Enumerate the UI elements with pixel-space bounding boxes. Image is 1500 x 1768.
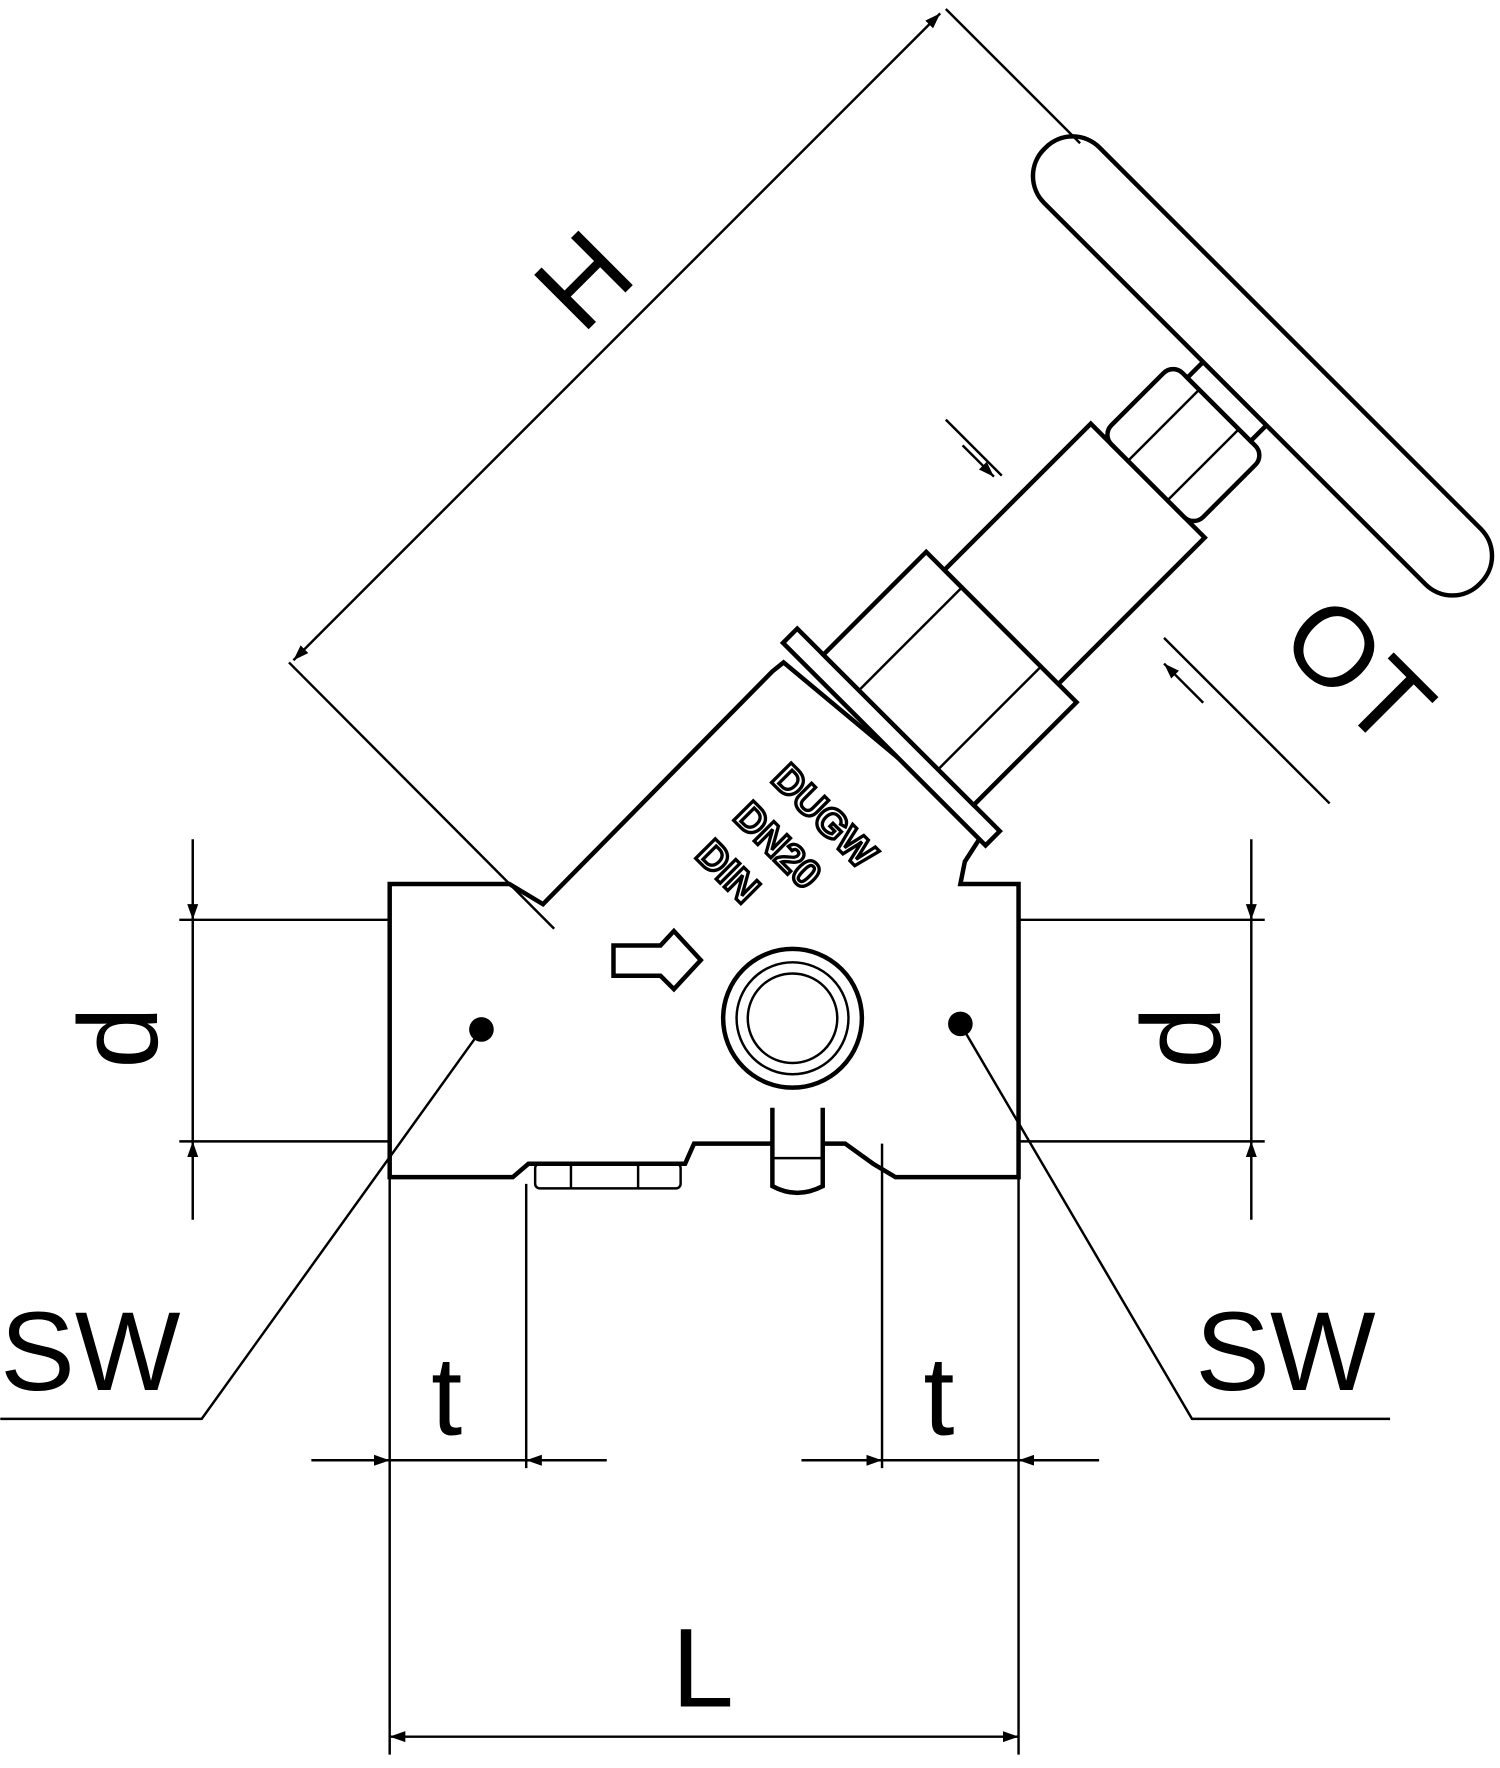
- label-h: H: [511, 207, 657, 353]
- label-t-left: t: [431, 1334, 462, 1459]
- flow-direction-icon: [611, 927, 704, 993]
- bottom-plug: [533, 1162, 682, 1190]
- dimension-sw-right: SW: [959, 1023, 1391, 1421]
- label-d-right: d: [1119, 1006, 1244, 1068]
- label-l: L: [672, 1605, 734, 1730]
- dimension-l: L: [389, 1605, 1019, 1743]
- test-port: [720, 946, 865, 1196]
- dimension-t-left: t: [311, 1334, 607, 1466]
- label-d-left: d: [56, 1006, 181, 1068]
- valve-body: DUGW DN20 DIN: [387, 659, 1021, 1196]
- handwheel[interactable]: [1017, 121, 1500, 612]
- bonnet-assembly: [779, 121, 1500, 849]
- label-sw-left: SW: [0, 1289, 181, 1414]
- dimension-t-right: t: [801, 1334, 1100, 1466]
- label-t-right: t: [923, 1334, 954, 1459]
- dimension-d-right: d: [1018, 839, 1265, 1220]
- dimension-sw-left: SW: [0, 1028, 483, 1421]
- dimension-d-left: d: [56, 839, 390, 1220]
- label-sw-right: SW: [1195, 1289, 1376, 1414]
- label-ot: OT: [1259, 572, 1457, 770]
